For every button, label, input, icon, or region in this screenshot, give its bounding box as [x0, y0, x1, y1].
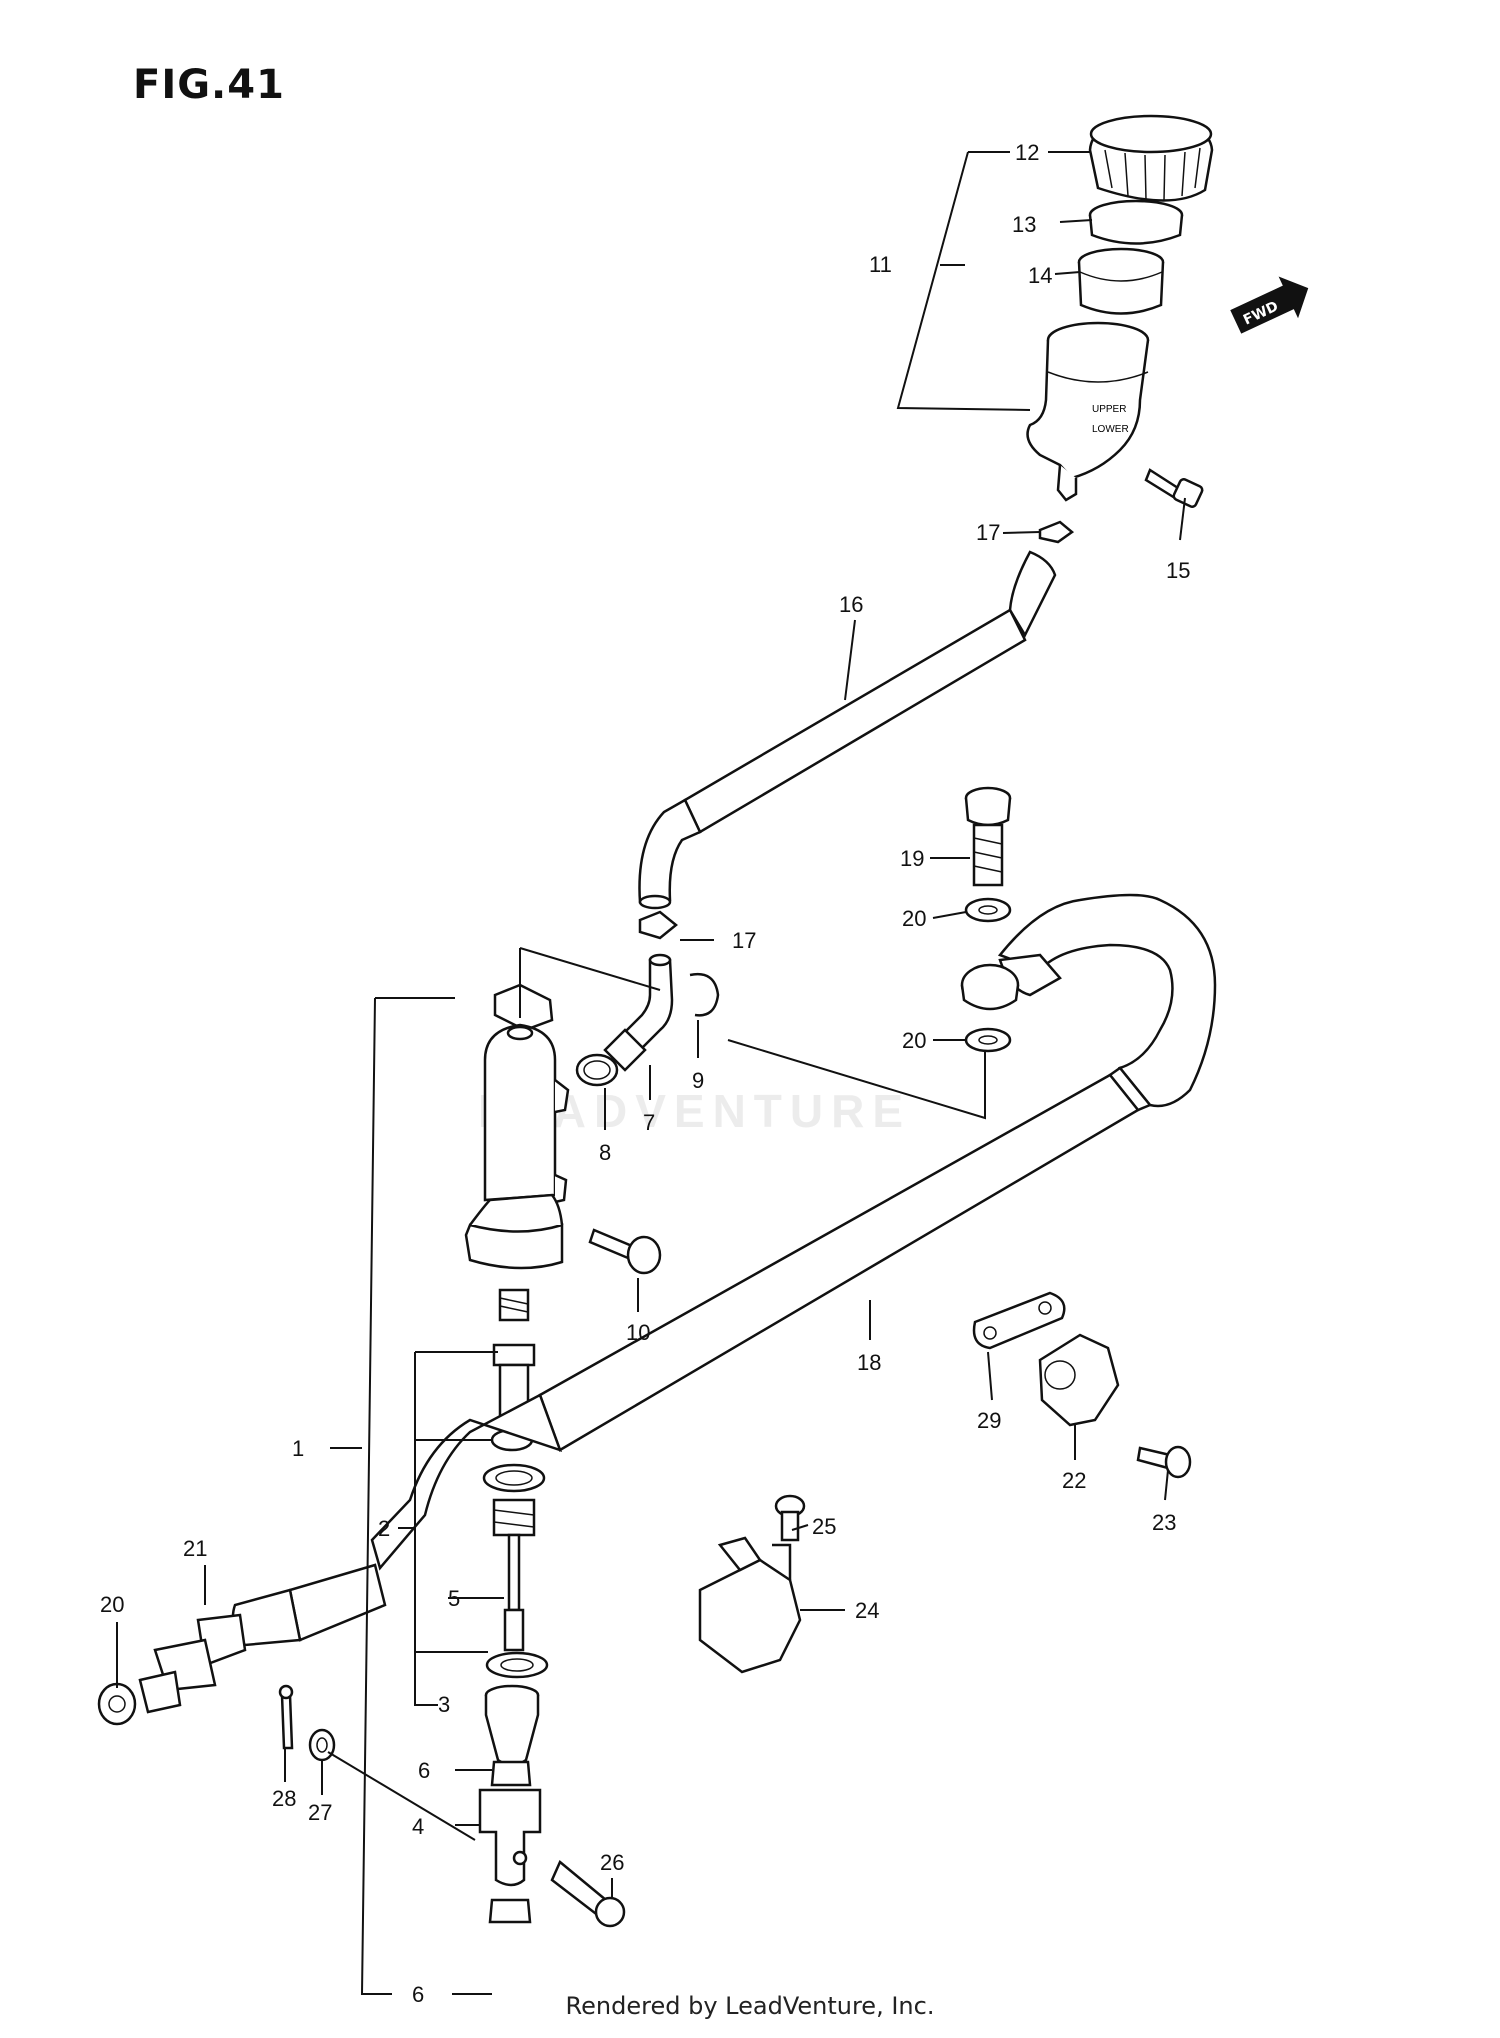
callout-3: 3: [438, 1692, 450, 1717]
screw-23: [1136, 1445, 1192, 1479]
callout-20-lower: 20: [902, 1028, 926, 1053]
reservoir-cap-12: [1088, 114, 1214, 202]
svg-text:UPPER: UPPER: [1092, 404, 1126, 415]
callout-2: 2: [378, 1516, 390, 1541]
push-rod-5: [492, 1498, 536, 1652]
o-ring-8: [575, 1053, 619, 1087]
hose-clamp-17-lower: [638, 910, 678, 940]
reservoir-body-11: UPPER LOWER: [1026, 321, 1150, 502]
callout-12: 12: [1015, 140, 1039, 165]
clevis-4: [478, 1788, 542, 1887]
inlet-fitting-7: [603, 953, 674, 1072]
hose-guide-24: [698, 1536, 802, 1674]
leader-lines: [116, 151, 1186, 1995]
callout-5: 5: [448, 1586, 460, 1611]
callout-18: 18: [857, 1350, 881, 1375]
callout-8: 8: [599, 1140, 611, 1165]
callout-7: 7: [643, 1110, 655, 1135]
bolt-10: [588, 1228, 662, 1275]
callout-19: 19: [900, 846, 924, 871]
callout-14: 14: [1028, 263, 1052, 288]
nut-6-lower: [488, 1898, 532, 1924]
bolt-15: [1144, 468, 1204, 508]
master-cylinder-body: [464, 983, 570, 1270]
union-bolt-fitting: [960, 963, 1020, 1011]
callout-10: 10: [626, 1320, 650, 1345]
piston-assembly-2: [482, 1288, 546, 1493]
washer-27: [308, 1728, 336, 1762]
washer-20-lower: [964, 1027, 1012, 1053]
callout-9: 9: [692, 1068, 704, 1093]
pin-26: [550, 1859, 626, 1928]
callout-24: 24: [855, 1598, 879, 1623]
reservoir-hose-16: [638, 550, 1057, 910]
callout-1: 1: [292, 1436, 304, 1461]
clip-9: [689, 972, 720, 1017]
footer-credit: Rendered by LeadVenture, Inc.: [565, 1992, 935, 2020]
callout-15: 15: [1166, 558, 1190, 583]
figure-title: FIG.41: [133, 62, 285, 108]
boot-3: [484, 1684, 540, 1767]
diaphragm-14: [1077, 247, 1165, 315]
washer-20-upper: [964, 897, 1012, 923]
callout-11: 11: [869, 252, 892, 277]
callout-17-lower: 17: [732, 928, 756, 953]
plate-29: [972, 1291, 1066, 1350]
cotter-pin-28: [278, 1684, 294, 1750]
callout-6-lower: 6: [412, 1982, 424, 2007]
callout-4: 4: [412, 1814, 424, 1839]
callout-22: 22: [1062, 1468, 1086, 1493]
diaphragm-plate-13: [1088, 199, 1184, 245]
boot-retainer: [485, 1651, 549, 1679]
callout-17-upper: 17: [976, 520, 1000, 545]
callout-28: 28: [272, 1786, 296, 1811]
hose-clamp-22: [1038, 1333, 1120, 1427]
brake-hose-18: [370, 893, 1217, 1571]
washer-20-end: [97, 1682, 137, 1726]
hose-end-fitting-21: [138, 1563, 387, 1714]
callout-labels: 12 13 11 14 17 15 16 19 20 17 20 9 7 8 1…: [100, 140, 1190, 2007]
callout-16: 16: [839, 592, 863, 617]
callout-27: 27: [308, 1800, 332, 1825]
callout-20-upper: 20: [902, 906, 926, 931]
callout-29: 29: [977, 1408, 1001, 1433]
callout-20-end: 20: [100, 1592, 124, 1617]
screw-25: [774, 1494, 806, 1542]
callout-6-upper: 6: [418, 1758, 430, 1783]
svg-text:LOWER: LOWER: [1092, 424, 1129, 435]
union-bolt-19: [964, 786, 1012, 887]
callout-21: 21: [183, 1536, 207, 1561]
callout-23: 23: [1152, 1510, 1176, 1535]
callout-25: 25: [812, 1514, 836, 1539]
callout-13: 13: [1012, 212, 1036, 237]
nut-6-upper: [490, 1760, 532, 1787]
fwd-direction-arrow: FWD: [1230, 276, 1309, 334]
hose-clamp-17-upper: [1038, 520, 1075, 544]
callout-26: 26: [600, 1850, 624, 1875]
